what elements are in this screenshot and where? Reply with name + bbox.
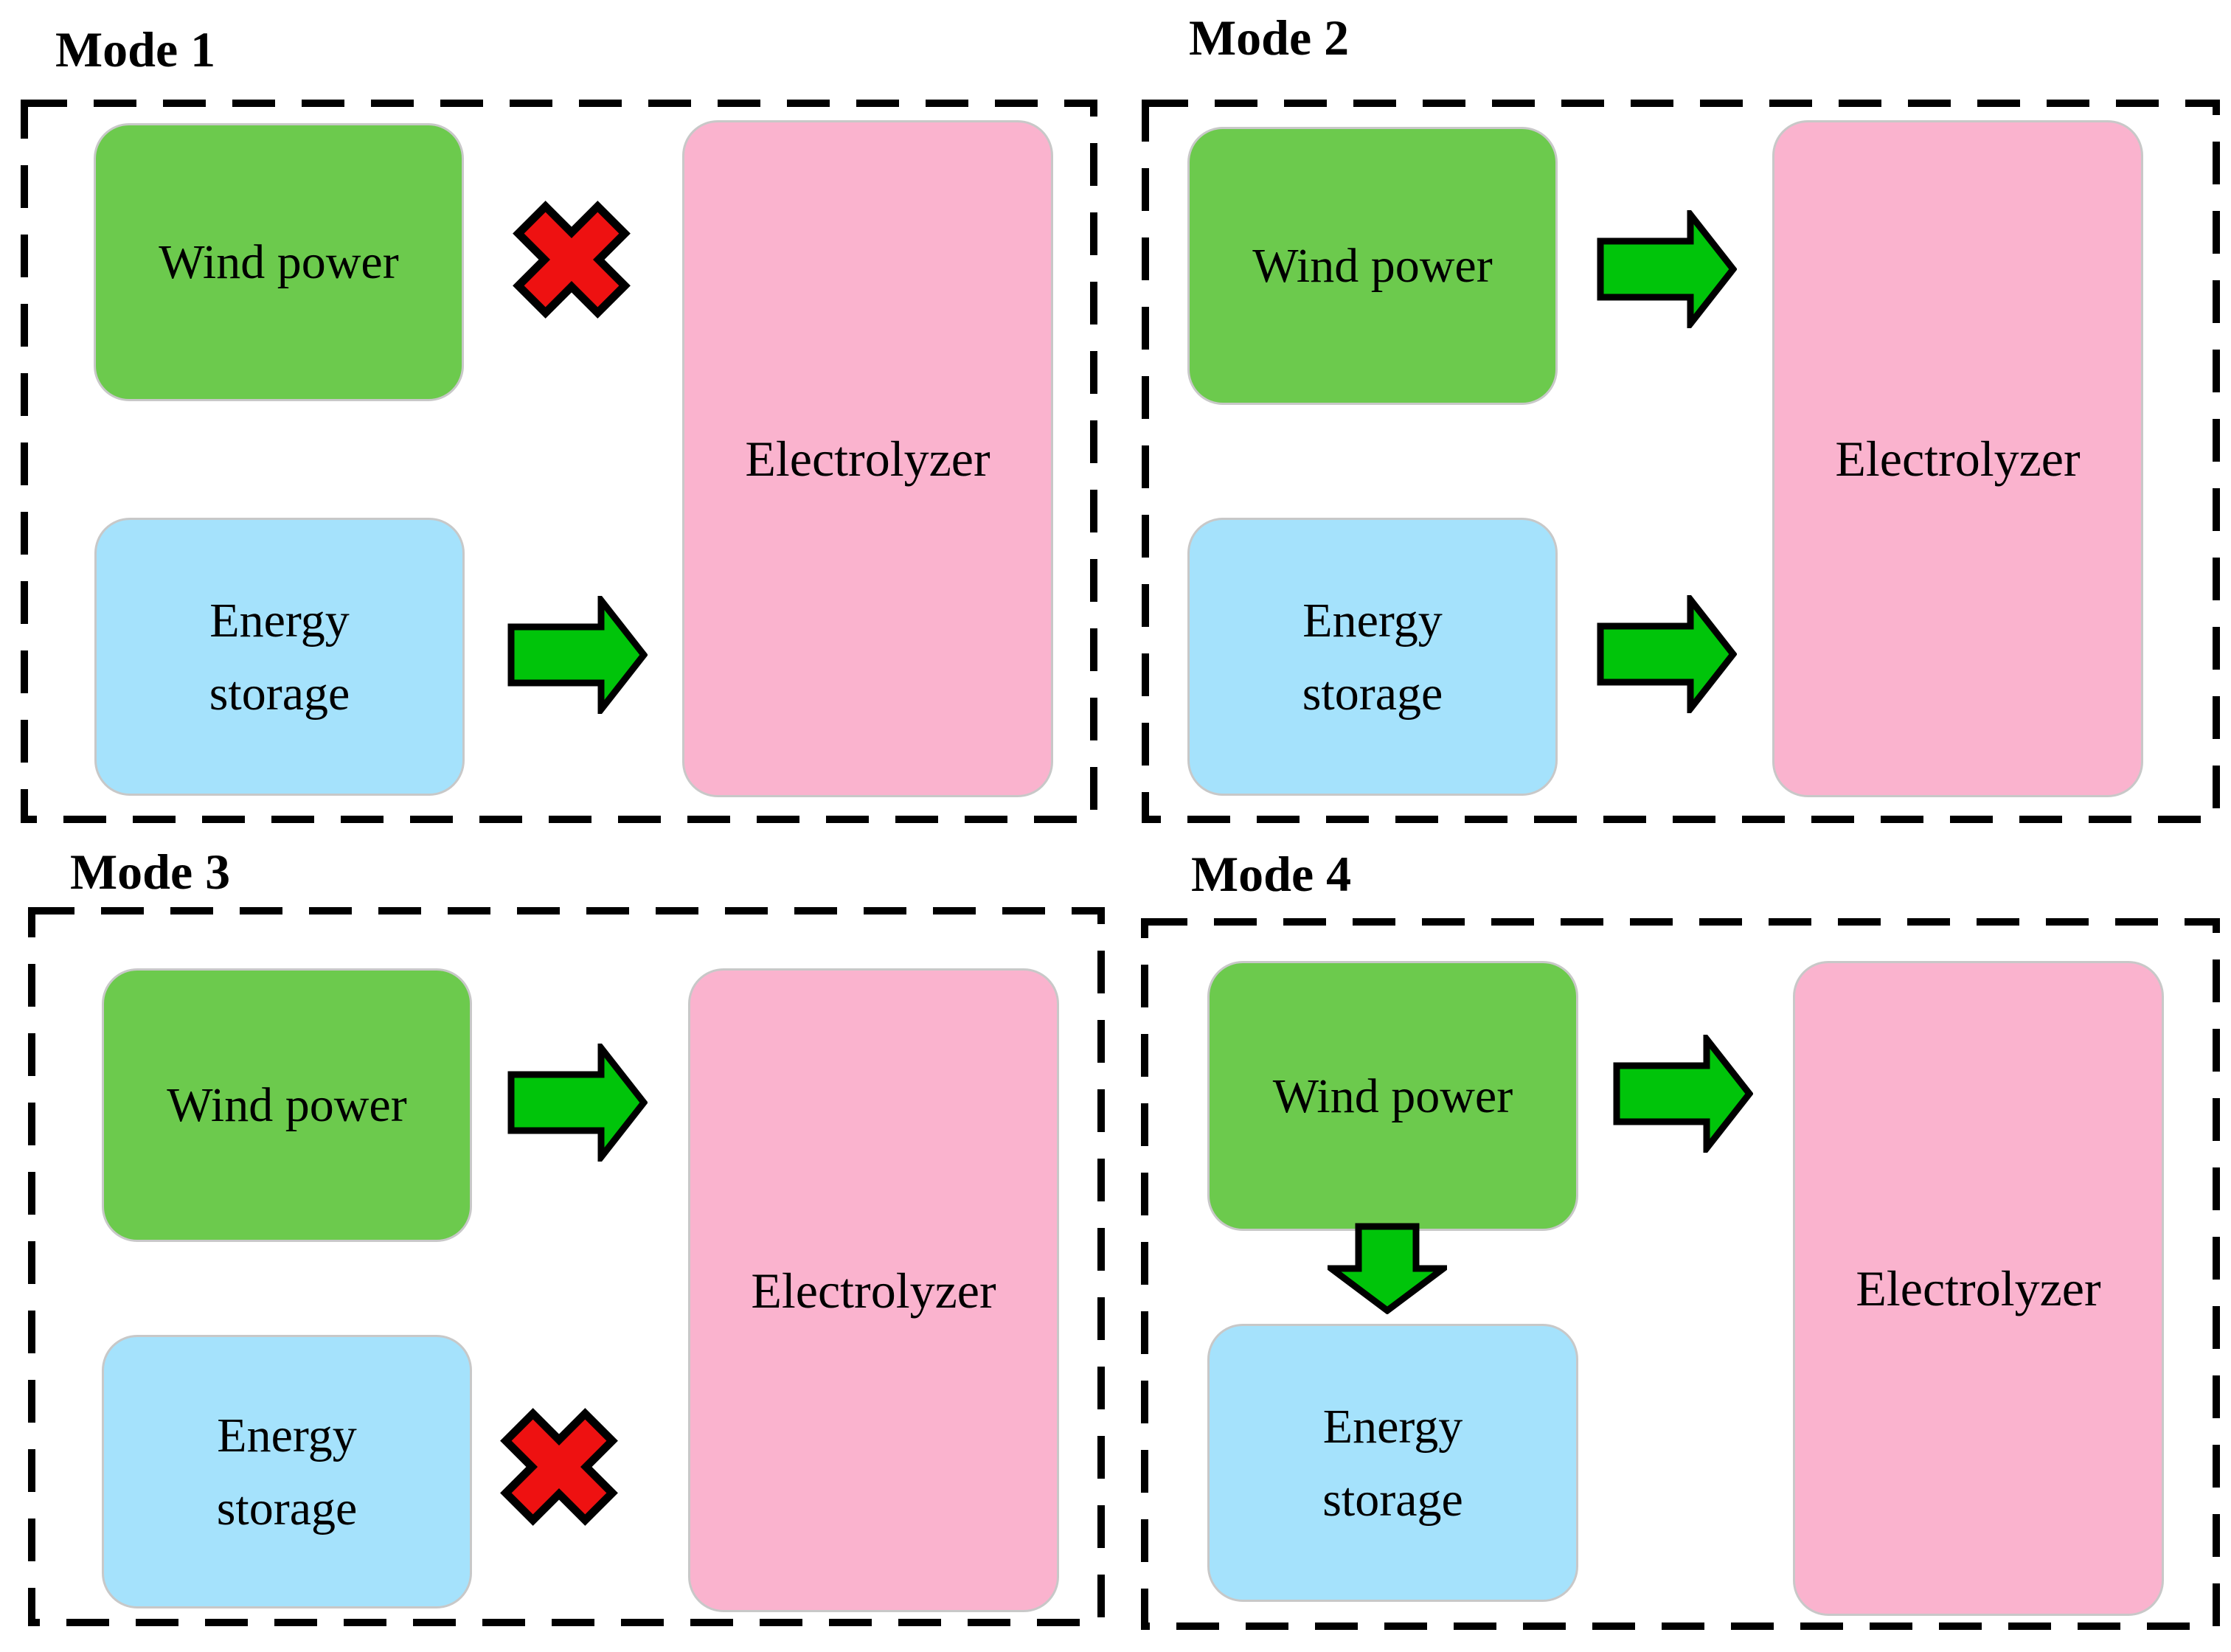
energy-storage-label: Energy storage [209, 593, 350, 721]
mode-1-panel: Mode 1 Wind power Energy storage Electro… [0, 0, 1115, 826]
green-arrow-down-icon [1328, 1223, 1447, 1314]
red-cross-icon [513, 201, 631, 319]
mode-4-title: Mode 4 [1191, 846, 1352, 902]
mode-4-dashed-border [1141, 918, 2220, 1630]
mode-3-title: Mode 3 [70, 844, 231, 900]
mode-1-title: Mode 1 [55, 21, 216, 77]
green-arrow-right-icon [1597, 595, 1737, 713]
energy-storage-label: Energy storage [216, 1408, 358, 1535]
energy-storage-box: Energy storage [94, 518, 465, 796]
energy-storage-label: Energy storage [1322, 1399, 1463, 1527]
mode-4-panel: Mode 4 Wind power Energy storage Electro… [1115, 826, 2231, 1652]
mode-3-dashed-border [28, 907, 1105, 1626]
wind-power-box: Wind power [94, 123, 464, 401]
energy-storage-label: Energy storage [1302, 593, 1443, 721]
green-arrow-right-icon [1613, 1035, 1753, 1153]
energy-storage-box: Energy storage [1187, 518, 1558, 796]
wind-power-box: Wind power [102, 968, 472, 1242]
mode-4-region: Wind power Energy storage Electrolyzer [1141, 918, 2220, 1630]
electrolyzer-box: Electrolyzer [1772, 120, 2143, 797]
mode-1-dashed-border [21, 100, 1097, 823]
mode-2-title: Mode 2 [1189, 10, 1350, 66]
mode-2-region: Wind power Energy storage Electrolyzer [1142, 100, 2220, 823]
mode-1-region: Wind power Energy storage Electrolyzer [21, 100, 1097, 823]
electrolyzer-box: Electrolyzer [682, 120, 1053, 797]
energy-storage-box: Energy storage [1207, 1324, 1578, 1602]
electrolyzer-label: Electrolyzer [1835, 431, 2081, 487]
wind-power-box: Wind power [1187, 127, 1558, 405]
red-cross-icon [500, 1408, 618, 1526]
mode-3-panel: Mode 3 Wind power Energy storage Electro… [0, 826, 1115, 1652]
wind-power-label: Wind power [1252, 239, 1493, 293]
electrolyzer-box: Electrolyzer [688, 968, 1059, 1612]
wind-power-box: Wind power [1207, 961, 1578, 1231]
mode-2-panel: Mode 2 Wind power Energy storage Electro… [1115, 0, 2231, 826]
electrolyzer-label: Electrolyzer [745, 431, 990, 487]
wind-power-label: Wind power [1272, 1069, 1513, 1123]
mode-3-region: Wind power Energy storage Electrolyzer [28, 907, 1105, 1626]
wind-power-label: Wind power [167, 1078, 407, 1132]
electrolyzer-box: Electrolyzer [1793, 961, 2164, 1616]
electrolyzer-label: Electrolyzer [751, 1262, 996, 1319]
electrolyzer-label: Electrolyzer [1856, 1260, 2101, 1316]
green-arrow-right-icon [507, 596, 648, 714]
energy-storage-box: Energy storage [102, 1335, 472, 1608]
green-arrow-right-icon [1597, 210, 1737, 328]
green-arrow-right-icon [507, 1044, 648, 1162]
wind-power-label: Wind power [159, 235, 399, 289]
mode-2-dashed-border [1142, 100, 2220, 823]
